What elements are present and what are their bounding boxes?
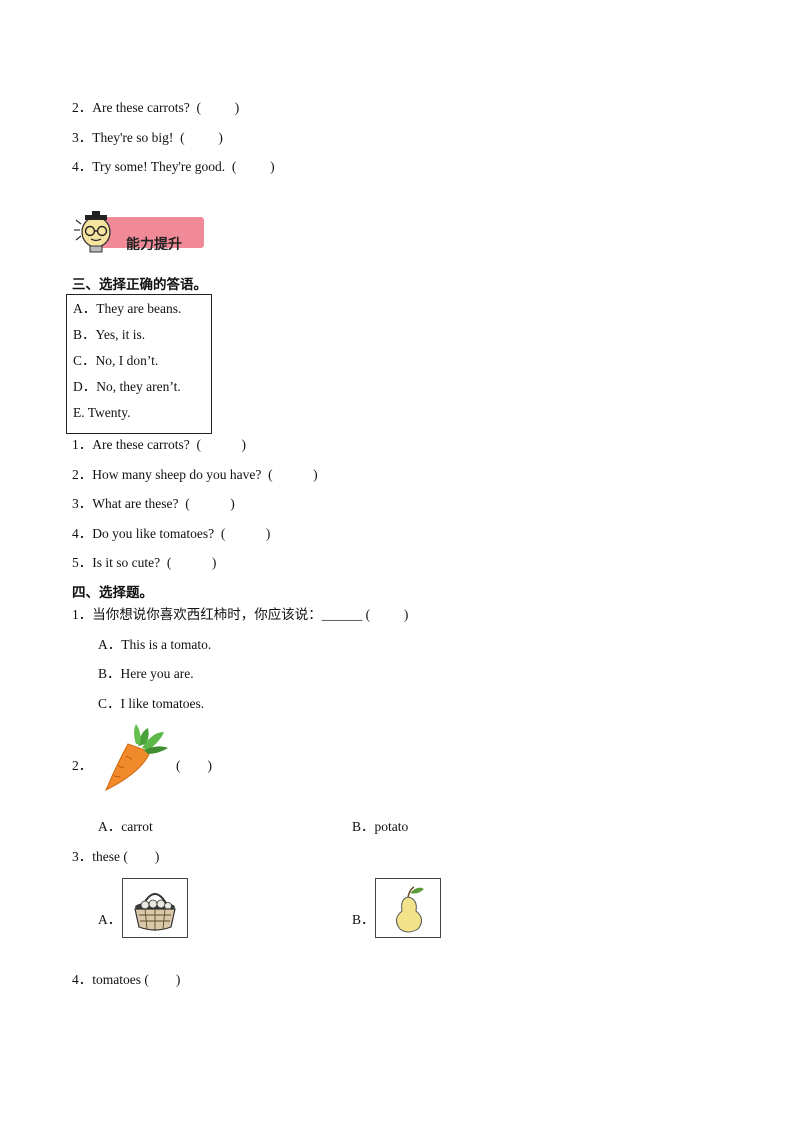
s4-q3-stem: 3．these ( ) [72, 849, 160, 864]
question-3: 3．They're so big! ( ) [72, 130, 223, 145]
section4-heading: 四、选择题。 [72, 585, 153, 601]
s3-question-3: 3．What are these? ( ) [72, 496, 235, 511]
s4-q2-number: 2． [72, 758, 93, 773]
s4-q1-text: 1．当你想说你喜欢西红柿时，你应该说： [72, 607, 322, 622]
option-b: B．Yes, it is. [73, 327, 146, 342]
basket-icon [134, 893, 176, 931]
s3-question-5: 5．Is it so cute? ( ) [72, 555, 217, 570]
s4-q3-option-a: A． [98, 912, 122, 927]
s4-q1-stem: 1．当你想说你喜欢西红柿时，你应该说：______ ( ) [72, 606, 408, 624]
s4-q1-option-a: A．This is a tomato. [98, 637, 212, 652]
ability-badge: 能力提升 [70, 208, 210, 254]
s4-q1-blank: ______ [321, 607, 363, 622]
s4-q1-option-c: C．I like tomatoes. [98, 696, 205, 711]
s4-q2-paren: ( ) [176, 758, 212, 773]
s4-q2-option-b: B．potato [352, 819, 409, 834]
question-4: 4．Try some! They're good. ( ) [72, 159, 275, 174]
badge-label: 能力提升 [126, 237, 182, 250]
answer-options-box [66, 294, 212, 434]
option-e: E. Twenty. [73, 405, 131, 420]
basket-picture [122, 878, 188, 938]
s4-q3-option-b: B． [352, 912, 375, 927]
pear-picture [375, 878, 441, 938]
s4-q2-option-a: A．carrot [98, 819, 153, 834]
s3-question-2: 2．How many sheep do you have? ( ) [72, 467, 318, 482]
section3-heading: 三、选择正确的答语。 [72, 277, 207, 293]
carrot-icon [105, 724, 168, 792]
s3-question-1: 1．Are these carrots? ( ) [72, 437, 246, 452]
option-c: C．No, I don’t. [73, 353, 159, 368]
s3-question-4: 4．Do you like tomatoes? ( ) [72, 526, 271, 541]
lightbulb-icon [74, 211, 111, 253]
s4-q4-stem: 4．tomatoes ( ) [72, 972, 181, 987]
s4-q1-paren: ( ) [365, 607, 409, 622]
badge-bar [98, 217, 204, 248]
option-a: A．They are beans. [73, 301, 182, 316]
question-2: 2．Are these carrots? ( ) [72, 100, 240, 115]
pear-icon [396, 886, 424, 933]
s4-q1-option-b: B．Here you are. [98, 666, 194, 681]
option-d: D．No, they aren’t. [73, 379, 181, 394]
